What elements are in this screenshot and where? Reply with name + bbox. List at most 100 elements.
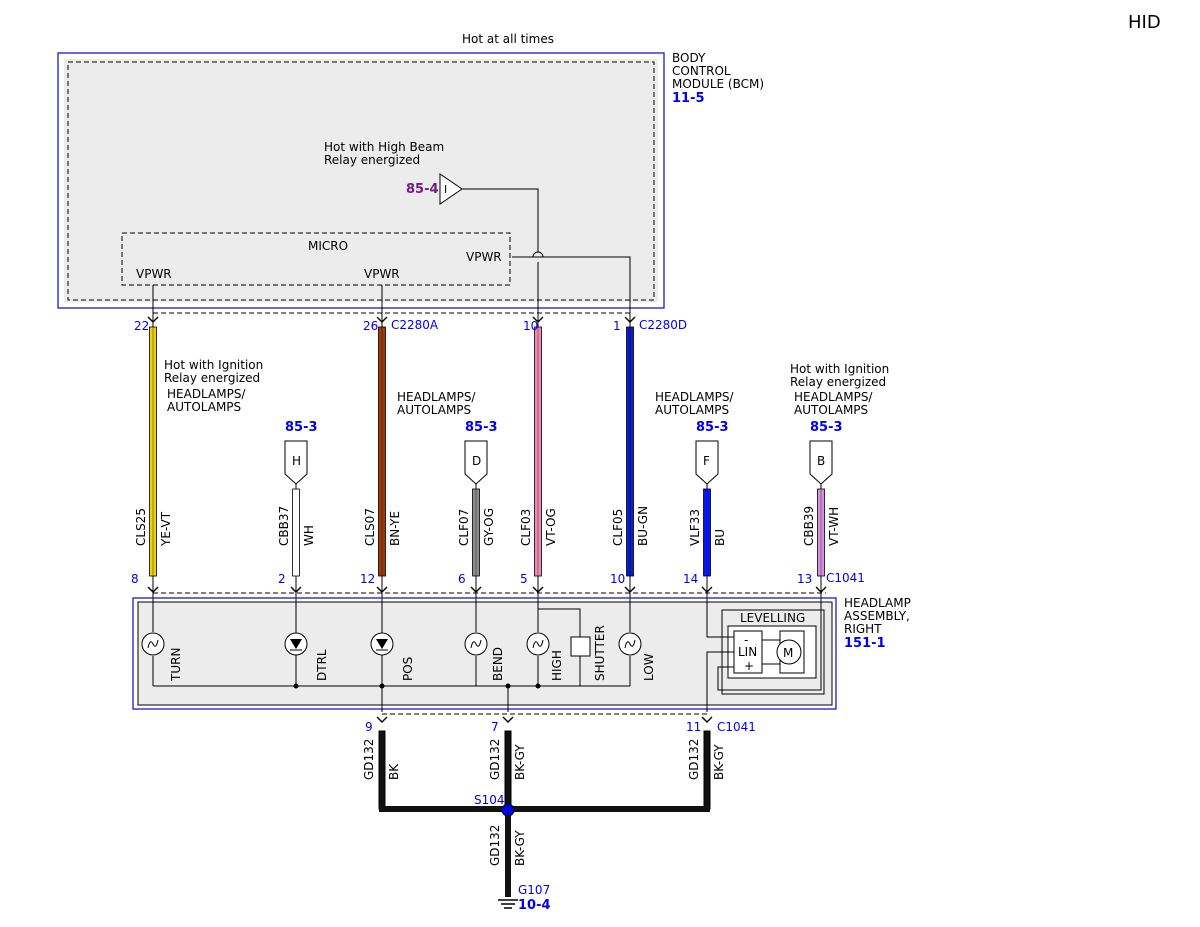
connector-c1041-top: C1041 [826,571,865,585]
high-lamp-icon [526,632,550,656]
headlamp-name-1: HEADLAMP [844,596,911,610]
turn-lamp-icon [141,632,165,656]
comp-bend: BEND [491,647,505,681]
ground-circuit-2: GD132 [488,739,502,780]
pin-top-10: 10 [523,319,538,333]
bcm-input-letter: I [444,183,447,196]
ground-circuit-3: GD132 [687,739,701,780]
comp-dtrl: DTRL [315,649,329,681]
pin-bottom-14: 14 [683,572,698,586]
connector-chevron [815,586,827,593]
flag-ref-d: 85-3 [465,420,498,435]
connector-chevron [532,586,544,593]
connector-c2280a: C2280A [391,318,439,332]
vpwr-3: VPWR [466,250,502,264]
hl-note-1-2: AUTOLAMPS [167,400,241,414]
hl-note-3-2: AUTOLAMPS [655,403,729,417]
comp-low: LOW [642,653,656,681]
flag-f-icon [695,440,719,485]
connector-chevron [624,586,636,593]
pin-bottom-13: 13 [797,572,812,586]
ground-id: G107 [518,883,550,897]
flag-ref-h: 85-3 [285,420,318,435]
bcm-ref[interactable]: 11-5 [672,91,705,106]
pin-bottom-5: 5 [520,572,528,586]
ground-color-main: BK-GY [513,830,527,866]
connector-c1041-bottom: C1041 [717,720,756,734]
circuit-cls07: CLS07 [363,508,377,546]
circuit-clf03: CLF03 [519,509,533,546]
flag-letter-d: D [472,454,481,468]
circuit-clf05: CLF05 [611,509,625,546]
headlamp-name-2: ASSEMBLY, [844,609,910,623]
circuit-cbb37: CBB37 [277,506,291,546]
motor-label: M [783,646,793,660]
hl-note-1-1: HEADLAMPS/ [167,387,246,401]
ground-wire-main [505,815,511,897]
circuit-vlf33: VLF33 [688,509,702,546]
high-beam-note-2: Relay energized [324,153,420,167]
comp-shutter: SHUTTER [593,625,607,681]
flag-letter-b: B [817,454,825,468]
color-gy-og: GY-OG [482,508,496,546]
hl-note-4-1: HEADLAMPS/ [794,390,873,404]
pin-top-1: 1 [613,319,621,333]
splice-label: S104 [474,793,505,807]
levelling-label: LEVELLING [740,611,805,625]
lin-minus: - [744,633,748,647]
flag-h-icon [284,440,308,485]
connector-chevron [701,586,713,593]
hl-note-4-2: AUTOLAMPS [794,403,868,417]
circuit-cbb39: CBB39 [802,506,816,546]
headlamp-name-3: RIGHT [844,622,882,636]
ground-ref: 10-4 [518,898,551,913]
bcm-name-2: CONTROL [672,64,731,78]
headlamp-ref[interactable]: 151-1 [844,636,886,651]
color-vt-wh: VT-WH [827,507,841,546]
wire-vlf33 [703,488,711,577]
lin-label: LIN [738,645,757,659]
connector-c2280d: C2280D [639,318,687,332]
flag-ref-f: 85-3 [696,420,729,435]
headlamp-assembly: HEADLAMP ASSEMBLY, RIGHT 151-1 [132,596,911,712]
hl-note-3-1: HEADLAMPS/ [655,390,734,404]
ign-note-2-1: Hot with Ignition [790,362,889,376]
comp-high: HIGH [550,650,564,681]
pin-bottom-6: 6 [458,572,466,586]
ground-color-2: BK-GY [513,744,527,780]
hl-note-2-1: HEADLAMPS/ [397,390,476,404]
pin-bottom-8: 8 [131,572,139,586]
ground-bus [379,806,710,812]
ign-note-1-1: Hot with Ignition [164,358,263,372]
lin-plus: + [744,659,754,673]
color-bu: BU [713,529,727,546]
color-wh: WH [302,525,316,546]
ground-color-1: BK [387,763,401,780]
color-bn-ye: BN-YE [388,511,402,546]
flag-b-icon [809,440,833,485]
flag-ref-b: 85-3 [810,420,843,435]
pin-bottom-12: 12 [360,572,375,586]
hl-note-2-2: AUTOLAMPS [397,403,471,417]
connector-chevron [376,716,388,723]
bcm-input-ref[interactable]: 85-4 [406,182,439,197]
comp-turn: TURN [169,648,183,682]
micro-label: MICRO [308,239,348,253]
flag-letter-f: F [703,454,710,468]
bend-lamp-icon [464,632,488,656]
circuit-cls25: CLS25 [134,508,148,546]
pin-bottom-10: 10 [610,572,625,586]
connector-chevron [290,586,302,593]
bcm-name-1: BODY [672,51,706,65]
dtrl-led-icon [284,632,308,656]
flag-letter-h: H [292,454,301,468]
bcm-name-3: MODULE (BCM) [672,77,764,91]
connector-chevron [502,716,514,723]
low-lamp-icon [618,632,642,656]
wire-cbb37 [292,488,300,577]
ground-pin-7: 7 [491,720,499,734]
connector-chevron [701,716,713,723]
